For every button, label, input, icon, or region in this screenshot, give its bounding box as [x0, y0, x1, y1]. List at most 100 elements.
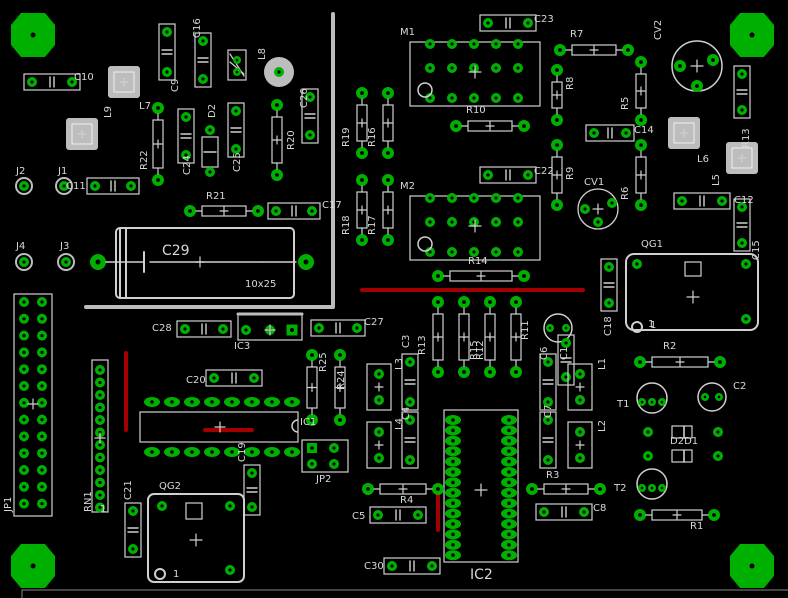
- label-C29: C29: [162, 243, 190, 259]
- drill: [235, 70, 239, 74]
- capacitor-outline: [733, 65, 751, 119]
- drill: [303, 259, 309, 265]
- inductor-outline: [227, 49, 247, 81]
- label-R20: R20: [286, 130, 297, 150]
- drill: [546, 418, 550, 422]
- label-C1: C1: [559, 346, 570, 360]
- label-R11: R11: [520, 320, 531, 340]
- drill: [639, 60, 643, 64]
- drill: [638, 360, 642, 364]
- drill: [408, 418, 412, 422]
- diode-outline: [671, 449, 693, 463]
- drill: [640, 400, 644, 404]
- drill: [555, 68, 559, 72]
- jack-ring: [15, 177, 33, 195]
- drill: [183, 327, 187, 331]
- label-R17: R17: [367, 215, 378, 235]
- drill: [201, 77, 205, 81]
- drill: [712, 513, 716, 517]
- drill: [639, 203, 643, 207]
- drill: [640, 486, 644, 490]
- drill: [660, 486, 664, 490]
- drill: [451, 543, 455, 547]
- capacitor-outline: [267, 202, 321, 220]
- drill: [228, 568, 232, 572]
- drill: [507, 491, 511, 495]
- capacitor-outline: [539, 411, 557, 469]
- drill: [360, 238, 364, 242]
- drill: [450, 220, 454, 224]
- label-C18: C18: [603, 316, 614, 336]
- drill: [507, 522, 511, 526]
- drill: [40, 384, 44, 388]
- drill: [98, 505, 102, 510]
- drill: [650, 400, 654, 404]
- label-R5: R5: [620, 96, 631, 110]
- drill: [250, 471, 254, 475]
- drill: [338, 353, 342, 357]
- drill: [40, 350, 44, 354]
- drill: [592, 131, 596, 135]
- drill: [160, 504, 164, 508]
- drill: [156, 106, 160, 110]
- drill: [277, 70, 281, 74]
- drill: [451, 459, 455, 464]
- ic-outline: [443, 409, 519, 563]
- drill: [22, 334, 26, 338]
- label-JP2: JP2: [316, 474, 332, 485]
- label-C19: C19: [237, 442, 248, 462]
- drill: [607, 265, 611, 269]
- drill: [462, 300, 466, 304]
- label-D2D1: D2D1: [670, 436, 699, 447]
- pin1-mark: [154, 568, 166, 580]
- label-C14: C14: [634, 125, 654, 136]
- trimmer-outline: [577, 188, 619, 230]
- drill: [583, 207, 587, 211]
- label-C20: C20: [186, 375, 206, 386]
- capacitor-outline: [158, 23, 176, 81]
- label-C6: C6: [539, 346, 550, 360]
- drill: [377, 430, 381, 434]
- label-R19: R19: [341, 127, 352, 147]
- drill: [494, 42, 498, 46]
- drill: [366, 487, 370, 491]
- drill: [310, 209, 314, 213]
- drill: [740, 108, 744, 112]
- drill: [558, 48, 562, 52]
- drill: [22, 485, 26, 489]
- capacitor-outline: [600, 258, 618, 312]
- drill: [703, 395, 707, 399]
- label-C9: C9: [170, 78, 181, 92]
- drill: [184, 115, 188, 119]
- drill: [678, 64, 682, 68]
- drill: [70, 80, 74, 84]
- drill: [290, 400, 294, 404]
- drill: [274, 209, 278, 213]
- drill: [332, 462, 336, 466]
- label-M2: M2: [400, 181, 415, 192]
- jack-ring: [15, 253, 33, 271]
- drill: [22, 401, 26, 405]
- drill: [40, 334, 44, 338]
- capacitor-outline: [86, 177, 140, 195]
- drill: [607, 301, 611, 305]
- label-R25: R25: [318, 352, 329, 372]
- drill: [646, 454, 650, 458]
- label-C25: C25: [232, 152, 243, 172]
- drill: [190, 400, 194, 404]
- label-L9: L9: [103, 106, 114, 118]
- drill: [98, 380, 102, 385]
- drill: [450, 66, 454, 70]
- drill: [208, 170, 212, 174]
- capacitor-outline: [124, 502, 142, 558]
- label-L2: L2: [597, 420, 608, 432]
- drill: [494, 66, 498, 70]
- coil-outline: [567, 363, 593, 411]
- label-CV1: CV1: [584, 177, 605, 188]
- drill: [30, 80, 34, 84]
- drill: [170, 450, 174, 454]
- drill: [462, 370, 466, 374]
- label-L3: L3: [394, 358, 405, 370]
- label-R16: R16: [367, 127, 378, 147]
- drill: [95, 259, 101, 265]
